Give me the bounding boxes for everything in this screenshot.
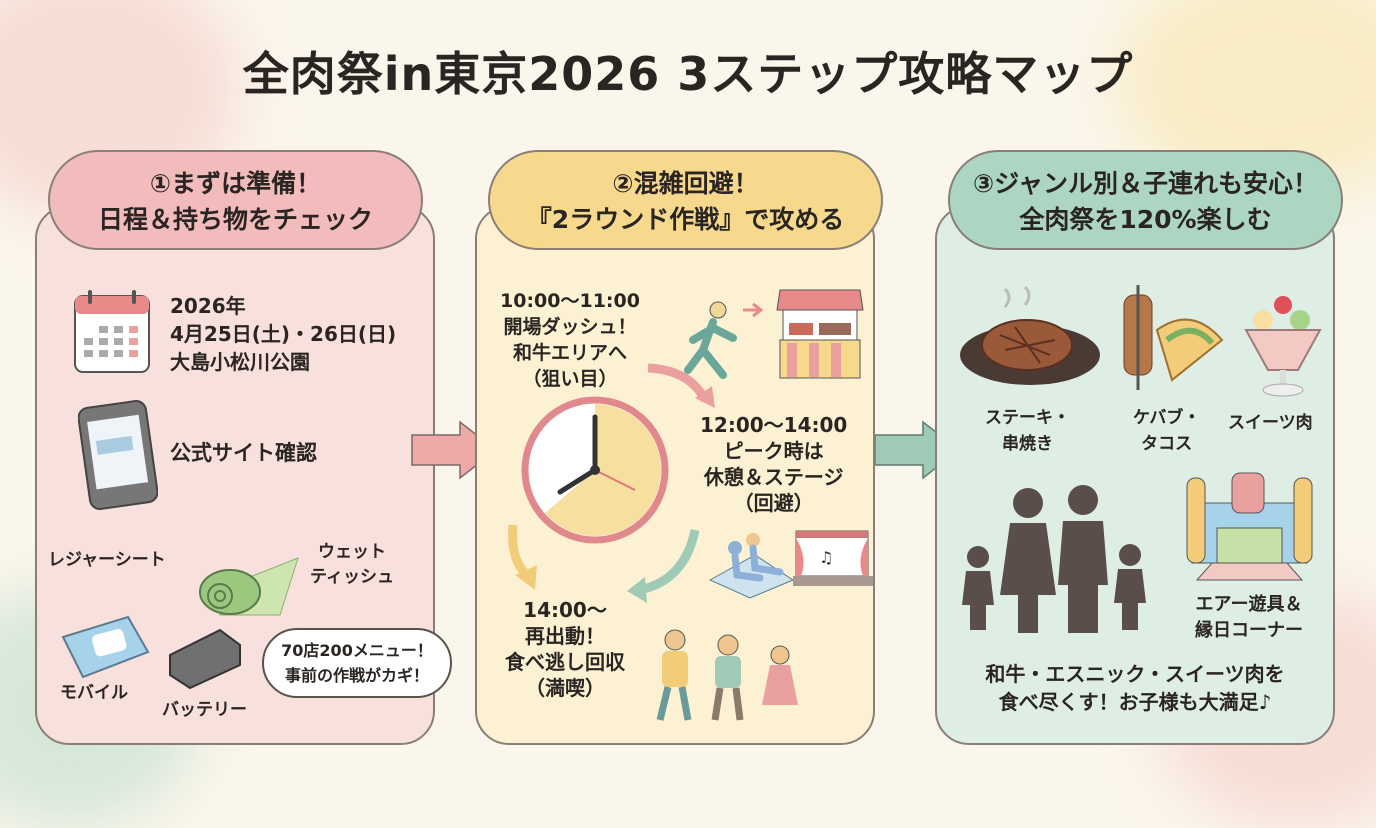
people-with-food-icon [656,629,798,721]
item-wet-tissue: ウェット [317,542,386,562]
page-title: 全肉祭in東京2026 3ステップ攻略マップ [242,47,1134,101]
stage-icon: ♫ [793,530,873,586]
kebab-taco-icon [1123,285,1224,390]
speech-bubble: 70店200メニュー！ 事前の作戦がカギ！ [262,628,452,698]
round1-note: （狙い目） [522,368,618,390]
round1-text: 和牛エリアへ [512,342,627,364]
kids-area-label: 縁日コーナー [1195,620,1303,641]
step1-header: ①まずは準備！ 日程＆持ち物をチェック [48,150,423,250]
curved-arrow-icon [647,363,715,408]
genre-steak: ステーキ・ [985,408,1070,428]
bubble-line: 70店200メニュー！ [281,641,433,660]
official-site-label[interactable]: 公式サイト確認 [170,441,317,465]
wet-tissue-icon [61,615,150,679]
step2-header: ②混雑回避！ 『2ラウンド作戦』で攻める [488,150,883,250]
round2-text: 再出動！ [525,624,605,648]
leisure-sheet-icon [199,557,299,616]
steak-icon [960,285,1100,385]
summary-line: 食べ尽くす！お子様も大満足♪ [998,690,1272,714]
step1-header-line: ①まずは準備！ [149,169,322,198]
resting-people-icon [708,533,795,599]
genre-kebab: タコス [1141,434,1193,454]
curved-arrow-icon [508,524,537,590]
round2-time: 14:00〜 [523,598,607,622]
event-dates: 4月25日(土)・26日(日) [170,322,397,346]
round2-note: （満喫） [525,676,605,700]
food-stall-icon [776,289,864,379]
peak-note: （回避） [733,491,814,515]
event-venue: 大島小松川公園 [170,350,310,374]
bubble-line: 事前の作戦がカギ！ [284,666,429,685]
round1-time: 10:00〜11:00 [500,290,640,312]
summary-line: 和牛・エスニック・スイーツ肉を [985,662,1285,686]
item-mobile: モバイル [60,683,128,703]
genre-sweets: スイーツ肉 [1228,413,1313,433]
step2-header-line: ②混雑回避！ [612,169,759,198]
step3-header-line: ③ジャンル別＆子連れも安心！ [973,169,1318,198]
peak-time: 12:00〜14:00 [700,413,848,437]
event-year: 2026年 [170,294,246,318]
bouncy-castle-icon [1186,472,1313,581]
step3-header-line: 全肉祭を120%楽しむ [1019,205,1272,234]
item-leisure-sheet: レジャーシート [48,550,166,570]
kids-area-label: エアー遊具＆ [1195,594,1303,615]
curved-arrow-icon [627,529,700,603]
genre-steak: 串焼き [1002,434,1053,454]
peak-text: 休憩＆ステージ [703,465,844,489]
item-wet-tissue: ティッシュ [310,567,394,587]
step1-header-line: 日程＆持ち物をチェック [97,205,373,234]
family-icon [962,485,1146,633]
round1-text: 開場ダッシュ！ [503,316,637,338]
item-battery: バッテリー [162,700,247,720]
peak-text: ピーク時は [723,439,824,463]
genre-kebab: ケバブ・ [1133,408,1201,428]
clock-icon [521,396,669,544]
parfait-icon [1244,296,1322,397]
calendar-icon [74,290,150,373]
round2-text: 食べ逃し回収 [505,650,625,674]
battery-icon [169,628,241,690]
smartphone-icon [78,400,158,510]
music-note-icon: ♫ [819,548,833,567]
step3-header: ③ジャンル別＆子連れも安心！ 全肉祭を120%楽しむ [948,150,1343,250]
runner-icon [684,301,764,379]
step2-header-line: 『2ラウンド作戦』で攻める [526,205,845,234]
